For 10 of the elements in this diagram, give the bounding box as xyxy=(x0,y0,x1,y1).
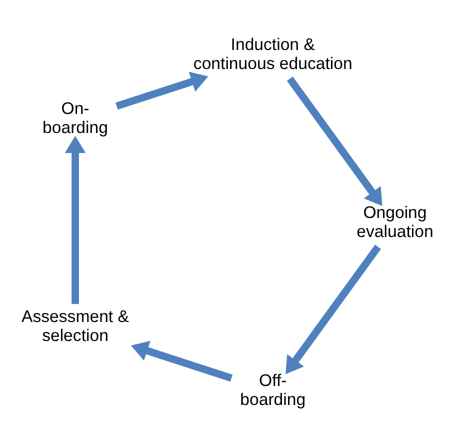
node-text: Off- boarding xyxy=(240,370,306,409)
arrow xyxy=(285,244,380,374)
arrow xyxy=(286,76,382,206)
arrow xyxy=(64,135,86,304)
node-text: Induction & continuous education xyxy=(192,34,352,72)
node-text: On- boarding xyxy=(42,98,108,137)
arrow xyxy=(115,71,208,110)
node-text: Assessment & selection xyxy=(21,306,128,344)
arrow xyxy=(130,340,232,382)
node-text: Ongoing evaluation xyxy=(356,202,433,240)
